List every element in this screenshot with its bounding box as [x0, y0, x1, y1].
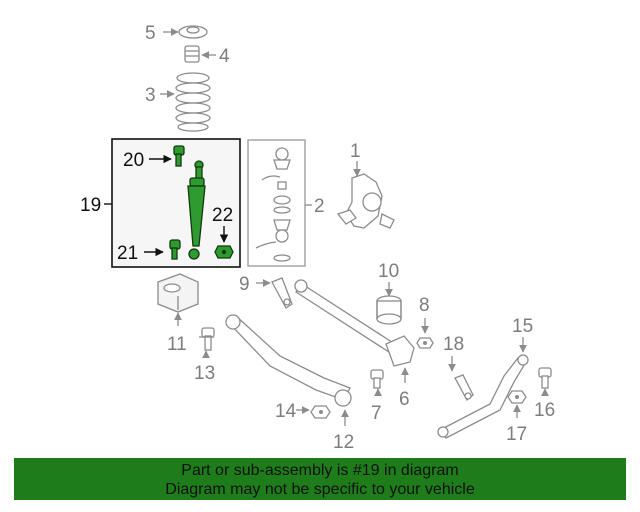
part-15-curved-arm[interactable] [437, 354, 529, 439]
callout-9[interactable]: 9 [239, 274, 250, 295]
part-21-lower-bolt[interactable] [169, 239, 181, 260]
part-7-bolt[interactable] [370, 369, 384, 389]
callout-6[interactable]: 6 [399, 389, 410, 410]
callout-13[interactable]: 13 [194, 363, 215, 384]
part-10-bushing[interactable] [376, 295, 402, 325]
part-4-bump-stop[interactable] [184, 45, 200, 63]
exploded-parts-diagram: 5 4 3 19 20 21 [80, 23, 555, 453]
callout-16[interactable]: 16 [534, 400, 555, 421]
part-3-coil-spring[interactable] [175, 72, 211, 132]
callout-4[interactable]: 4 [219, 46, 230, 67]
part-6-link-bracket[interactable] [385, 335, 415, 367]
callout-17[interactable]: 17 [506, 424, 527, 445]
callout-14[interactable]: 14 [275, 401, 297, 422]
callout-8[interactable]: 8 [419, 295, 430, 316]
callout-19[interactable]: 19 [80, 195, 101, 216]
part-2-ball-joints[interactable] [255, 147, 291, 262]
part-9-bracket[interactable] [271, 277, 293, 309]
banner-line-1: Part or sub-assembly is #19 in diagram [181, 462, 459, 479]
part-8-nut[interactable] [416, 337, 434, 349]
callout-10[interactable]: 10 [378, 261, 399, 282]
callout-2[interactable]: 2 [314, 196, 325, 217]
callout-18[interactable]: 18 [443, 334, 464, 355]
part-20-upper-bolt[interactable] [173, 145, 185, 167]
callout-22[interactable]: 22 [212, 205, 233, 226]
part-1-knuckle[interactable] [336, 173, 395, 229]
callout-11[interactable]: 11 [167, 334, 187, 355]
part-22-nut[interactable] [214, 245, 234, 259]
callout-1[interactable]: 1 [350, 141, 361, 162]
callout-5[interactable]: 5 [145, 23, 156, 44]
part-12-lower-arm[interactable] [225, 314, 352, 407]
part-14-nut[interactable] [310, 405, 331, 419]
info-banner: Part or sub-assembly is #19 in diagram D… [14, 458, 626, 500]
callout-12[interactable]: 12 [333, 432, 354, 453]
part-13-bolt[interactable] [201, 327, 215, 351]
callout-21[interactable]: 21 [117, 243, 138, 264]
part-5-spring-mount[interactable] [178, 25, 208, 39]
callout-7[interactable]: 7 [371, 403, 382, 424]
callout-15[interactable]: 15 [512, 316, 533, 337]
shock-absorber[interactable] [187, 160, 206, 260]
banner-line-2: Diagram may not be specific to your vehi… [165, 481, 475, 498]
part-17-nut[interactable] [507, 390, 527, 404]
part-16-bolt[interactable] [538, 367, 552, 389]
callout-20[interactable]: 20 [123, 150, 144, 171]
part-18-link[interactable] [454, 374, 474, 402]
callout-3[interactable]: 3 [145, 85, 156, 106]
part-11-mount[interactable] [157, 273, 199, 313]
